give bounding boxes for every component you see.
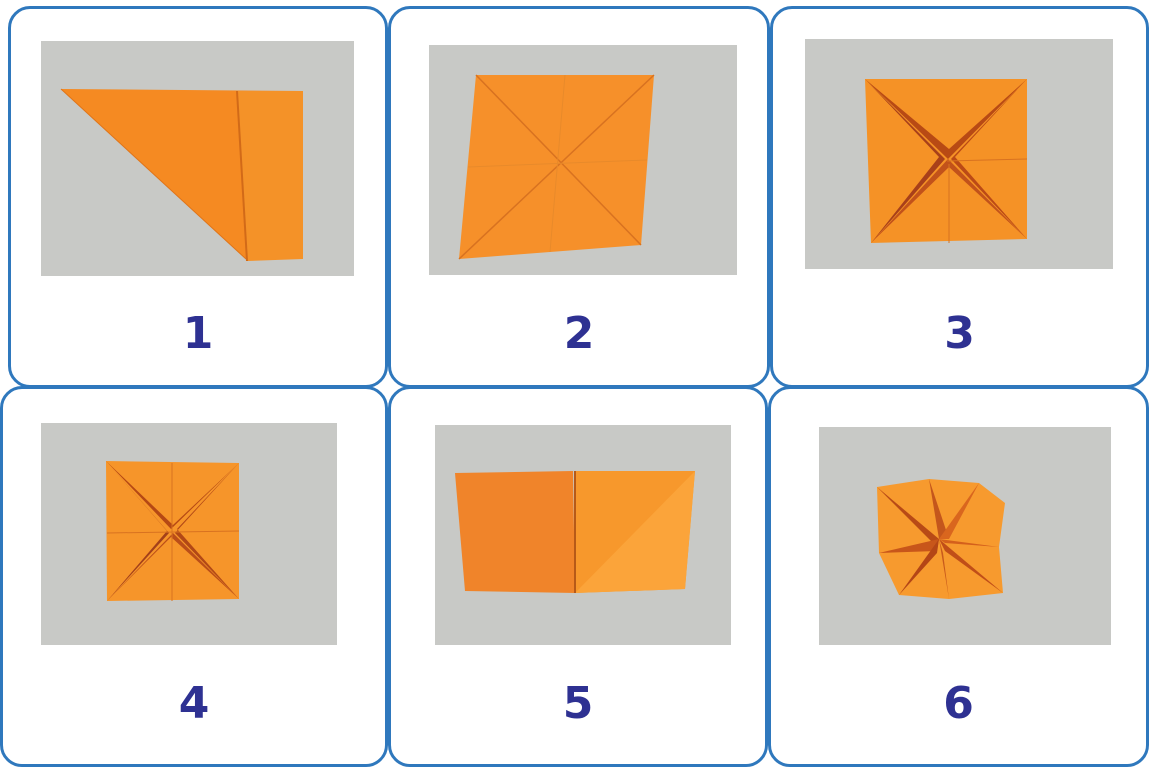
step-card-6: 6 — [768, 386, 1149, 767]
step-2-paper-illustration — [429, 45, 737, 275]
step-card-3: 3 — [770, 6, 1149, 388]
step-1-photo — [41, 41, 354, 276]
step-number-3: 3 — [773, 309, 1146, 359]
step-5-paper-illustration — [435, 425, 731, 645]
step-3-photo — [805, 39, 1113, 269]
step-card-1: 1 — [8, 6, 388, 388]
step-3-paper-illustration — [805, 39, 1113, 269]
step-5-photo — [435, 425, 731, 645]
step-2-photo — [429, 45, 737, 275]
step-card-4: 4 — [0, 386, 388, 767]
step-number-5: 5 — [391, 679, 765, 729]
step-6-photo — [819, 427, 1111, 645]
step-number-4: 4 — [3, 679, 385, 729]
step-card-2: 2 — [388, 6, 770, 388]
step-4-photo — [41, 423, 337, 645]
step-card-5: 5 — [388, 386, 768, 767]
step-number-6: 6 — [771, 679, 1146, 729]
step-number-1: 1 — [11, 309, 385, 359]
step-number-2: 2 — [391, 309, 767, 359]
step-6-paper-illustration — [819, 427, 1111, 645]
step-1-paper-illustration — [41, 41, 354, 276]
step-4-paper-illustration — [41, 423, 337, 645]
